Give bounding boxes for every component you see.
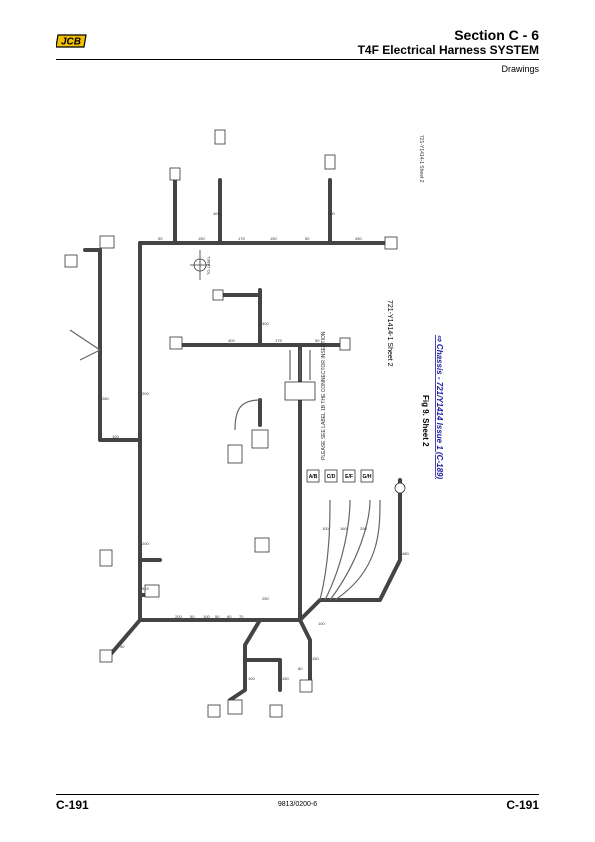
section-category: Drawings <box>501 64 539 74</box>
length-label: 50 <box>158 236 163 241</box>
logo-text: JCB <box>61 37 81 48</box>
length-label: 100 <box>112 434 119 439</box>
length-label: 40 <box>120 644 125 649</box>
top-drawing-ref: 721-Y1414-1 Sheet 2 <box>418 135 424 183</box>
header-rule <box>56 59 539 60</box>
length-label: 80 <box>298 666 303 671</box>
xref-target: C-189 <box>435 455 444 477</box>
ground-label: TO LABEL <box>206 255 211 275</box>
length-label: 515 <box>142 586 149 591</box>
connector-letter-boxes: A/B C/D E/F G/H <box>306 469 374 483</box>
connectors <box>64 129 406 718</box>
length-label: 100 <box>318 621 325 626</box>
length-label: 280 <box>102 396 109 401</box>
length-label: 200 <box>142 391 149 396</box>
box-ab: A/B <box>309 474 318 480</box>
harness-wires <box>83 178 402 702</box>
length-label: 400 <box>228 338 235 343</box>
length-label: 100 <box>203 614 210 619</box>
section-title: Section C - 6 <box>454 27 539 43</box>
drawing-ref: 721-Y1414-1 Sheet 2 <box>386 300 393 367</box>
length-label: 150 <box>282 676 289 681</box>
harness-leads <box>69 329 381 601</box>
length-label: 480 <box>402 551 409 556</box>
length-label: 200 <box>175 614 182 619</box>
ground-symbol: TO LABEL <box>190 250 211 280</box>
length-label: 200 <box>142 541 149 546</box>
length-labels: 50 150 175 150 50 450 400 300 400 175 50… <box>102 211 409 681</box>
box-ef: E/F <box>345 474 353 480</box>
length-label: 300 <box>262 321 269 326</box>
length-label: 250 <box>262 596 269 601</box>
box-cd: C/D <box>327 474 336 480</box>
xref-prefix: ⇨ Chassis - 721/Y1414 Issue 1 ( <box>435 335 444 456</box>
length-label: 70 <box>239 614 244 619</box>
length-label: 175 <box>275 338 282 343</box>
length-label: 100 <box>248 676 255 681</box>
page-number-right: C-191 <box>506 798 539 812</box>
length-label: 50 <box>190 614 195 619</box>
page-number-left: C-191 <box>56 798 89 812</box>
box-gh: G/H <box>363 474 372 480</box>
length-label: 175 <box>238 236 245 241</box>
length-label: 50 <box>305 236 310 241</box>
figure-caption: Fig 9. Sheet 2 <box>421 395 430 447</box>
length-label: 60 <box>227 614 232 619</box>
xref-link[interactable]: ⇨ Chassis - 721/Y1414 Issue 1 (C-189) <box>435 335 444 479</box>
length-label: 150 <box>312 656 319 661</box>
length-label: 50 <box>315 338 320 343</box>
jcb-logo: JCB <box>56 34 87 48</box>
length-label: 100 <box>322 526 329 531</box>
length-label: 50 <box>215 614 220 619</box>
section-subtitle: T4F Electrical Harness SYSTEM <box>357 43 539 57</box>
insertion-note: PLEASE SEE LABEL 1B THE CONNECTOR INSERT… <box>321 331 327 460</box>
length-label: 450 <box>355 236 362 241</box>
length-label: 400 <box>213 211 220 216</box>
footer-rule <box>56 794 539 795</box>
length-label: 200 <box>360 526 367 531</box>
doc-number: 9813/0200-6 <box>277 801 318 808</box>
length-label: 150 <box>198 236 205 241</box>
xref-suffix: ) <box>435 475 444 479</box>
length-label: 160 <box>340 526 347 531</box>
length-label: 150 <box>270 236 277 241</box>
length-label: 400 <box>328 211 335 216</box>
